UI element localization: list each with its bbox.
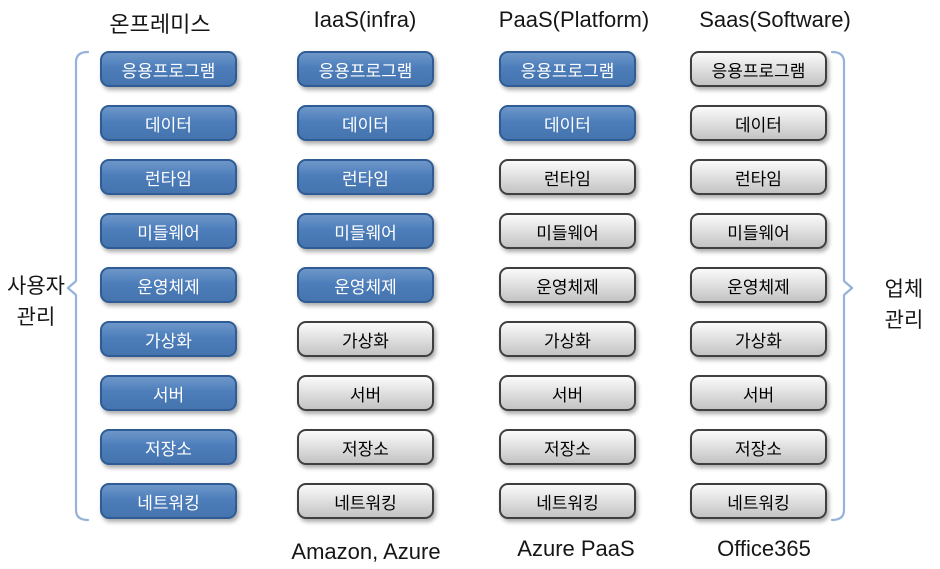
- stack-box: 네트워킹: [100, 483, 237, 519]
- stack-column-paas: 응용프로그램 데이터 런타임 미들웨어 운영체제 가상화 서버 저장소 네트워킹: [499, 51, 636, 519]
- stack-box: 서버: [100, 375, 237, 411]
- vendor-label-saas: Office365: [717, 536, 811, 561]
- stack-column-onpremise: 응용프로그램 데이터 런타임 미들웨어 운영체제 가상화 서버 저장소 네트워킹: [100, 51, 237, 519]
- left-brace-icon: [66, 50, 90, 522]
- stack-box: 런타임: [297, 159, 434, 195]
- stack-box: 운영체제: [100, 267, 237, 303]
- stack-box: 운영체제: [297, 267, 434, 303]
- stack-box: 데이터: [100, 105, 237, 141]
- right-brace-icon: [830, 50, 854, 522]
- stack-box: 응용프로그램: [100, 51, 237, 87]
- stack-box: 네트워킹: [499, 483, 636, 519]
- stack-box: 응용프로그램: [297, 51, 434, 87]
- vendor-managed-label-line2: 관리: [884, 309, 924, 332]
- stack-box: 저장소: [690, 429, 827, 465]
- stack-box: 서버: [690, 375, 827, 411]
- vendor-label-iaas: Amazon, Azure: [291, 539, 441, 564]
- stack-box: 미들웨어: [499, 213, 636, 249]
- stack-column-saas: 응용프로그램 데이터 런타임 미들웨어 운영체제 가상화 서버 저장소 네트워킹: [690, 51, 827, 519]
- user-managed-label-line1: 사용자: [7, 275, 65, 298]
- column-header-saas: Saas(Software): [699, 7, 851, 32]
- column-header-paas: PaaS(Platform): [498, 7, 650, 32]
- stack-box: 저장소: [100, 429, 237, 465]
- stack-box: 네트워킹: [297, 483, 434, 519]
- stack-box: 가상화: [499, 321, 636, 357]
- stack-box: 런타임: [100, 159, 237, 195]
- stack-box: 미들웨어: [297, 213, 434, 249]
- stack-box: 응용프로그램: [690, 51, 827, 87]
- vendor-managed-label-line1: 업체: [884, 278, 924, 301]
- vendor-label-paas: Azure PaaS: [517, 536, 635, 561]
- column-header-iaas: IaaS(infra): [313, 7, 417, 32]
- stack-box: 응용프로그램: [499, 51, 636, 87]
- stack-box: 가상화: [100, 321, 237, 357]
- stack-box: 런타임: [499, 159, 636, 195]
- stack-box: 네트워킹: [690, 483, 827, 519]
- stack-box: 저장소: [499, 429, 636, 465]
- stack-box: 가상화: [690, 321, 827, 357]
- vendor-managed-label: 업체 관리: [872, 274, 936, 336]
- stack-box: 운영체제: [690, 267, 827, 303]
- stack-box: 저장소: [297, 429, 434, 465]
- stack-box: 미들웨어: [100, 213, 237, 249]
- stack-box: 미들웨어: [690, 213, 827, 249]
- stack-box: 서버: [297, 375, 434, 411]
- stack-box: 운영체제: [499, 267, 636, 303]
- stack-box: 데이터: [297, 105, 434, 141]
- column-header-onpremise: 온프레미스: [109, 12, 211, 37]
- stack-box: 런타임: [690, 159, 827, 195]
- stack-column-iaas: 응용프로그램 데이터 런타임 미들웨어 운영체제 가상화 서버 저장소 네트워킹: [297, 51, 434, 519]
- user-managed-label: 사용자 관리: [4, 271, 68, 333]
- stack-box: 가상화: [297, 321, 434, 357]
- stack-box: 데이터: [690, 105, 827, 141]
- stack-box: 데이터: [499, 105, 636, 141]
- stack-box: 서버: [499, 375, 636, 411]
- user-managed-label-line2: 관리: [16, 306, 56, 329]
